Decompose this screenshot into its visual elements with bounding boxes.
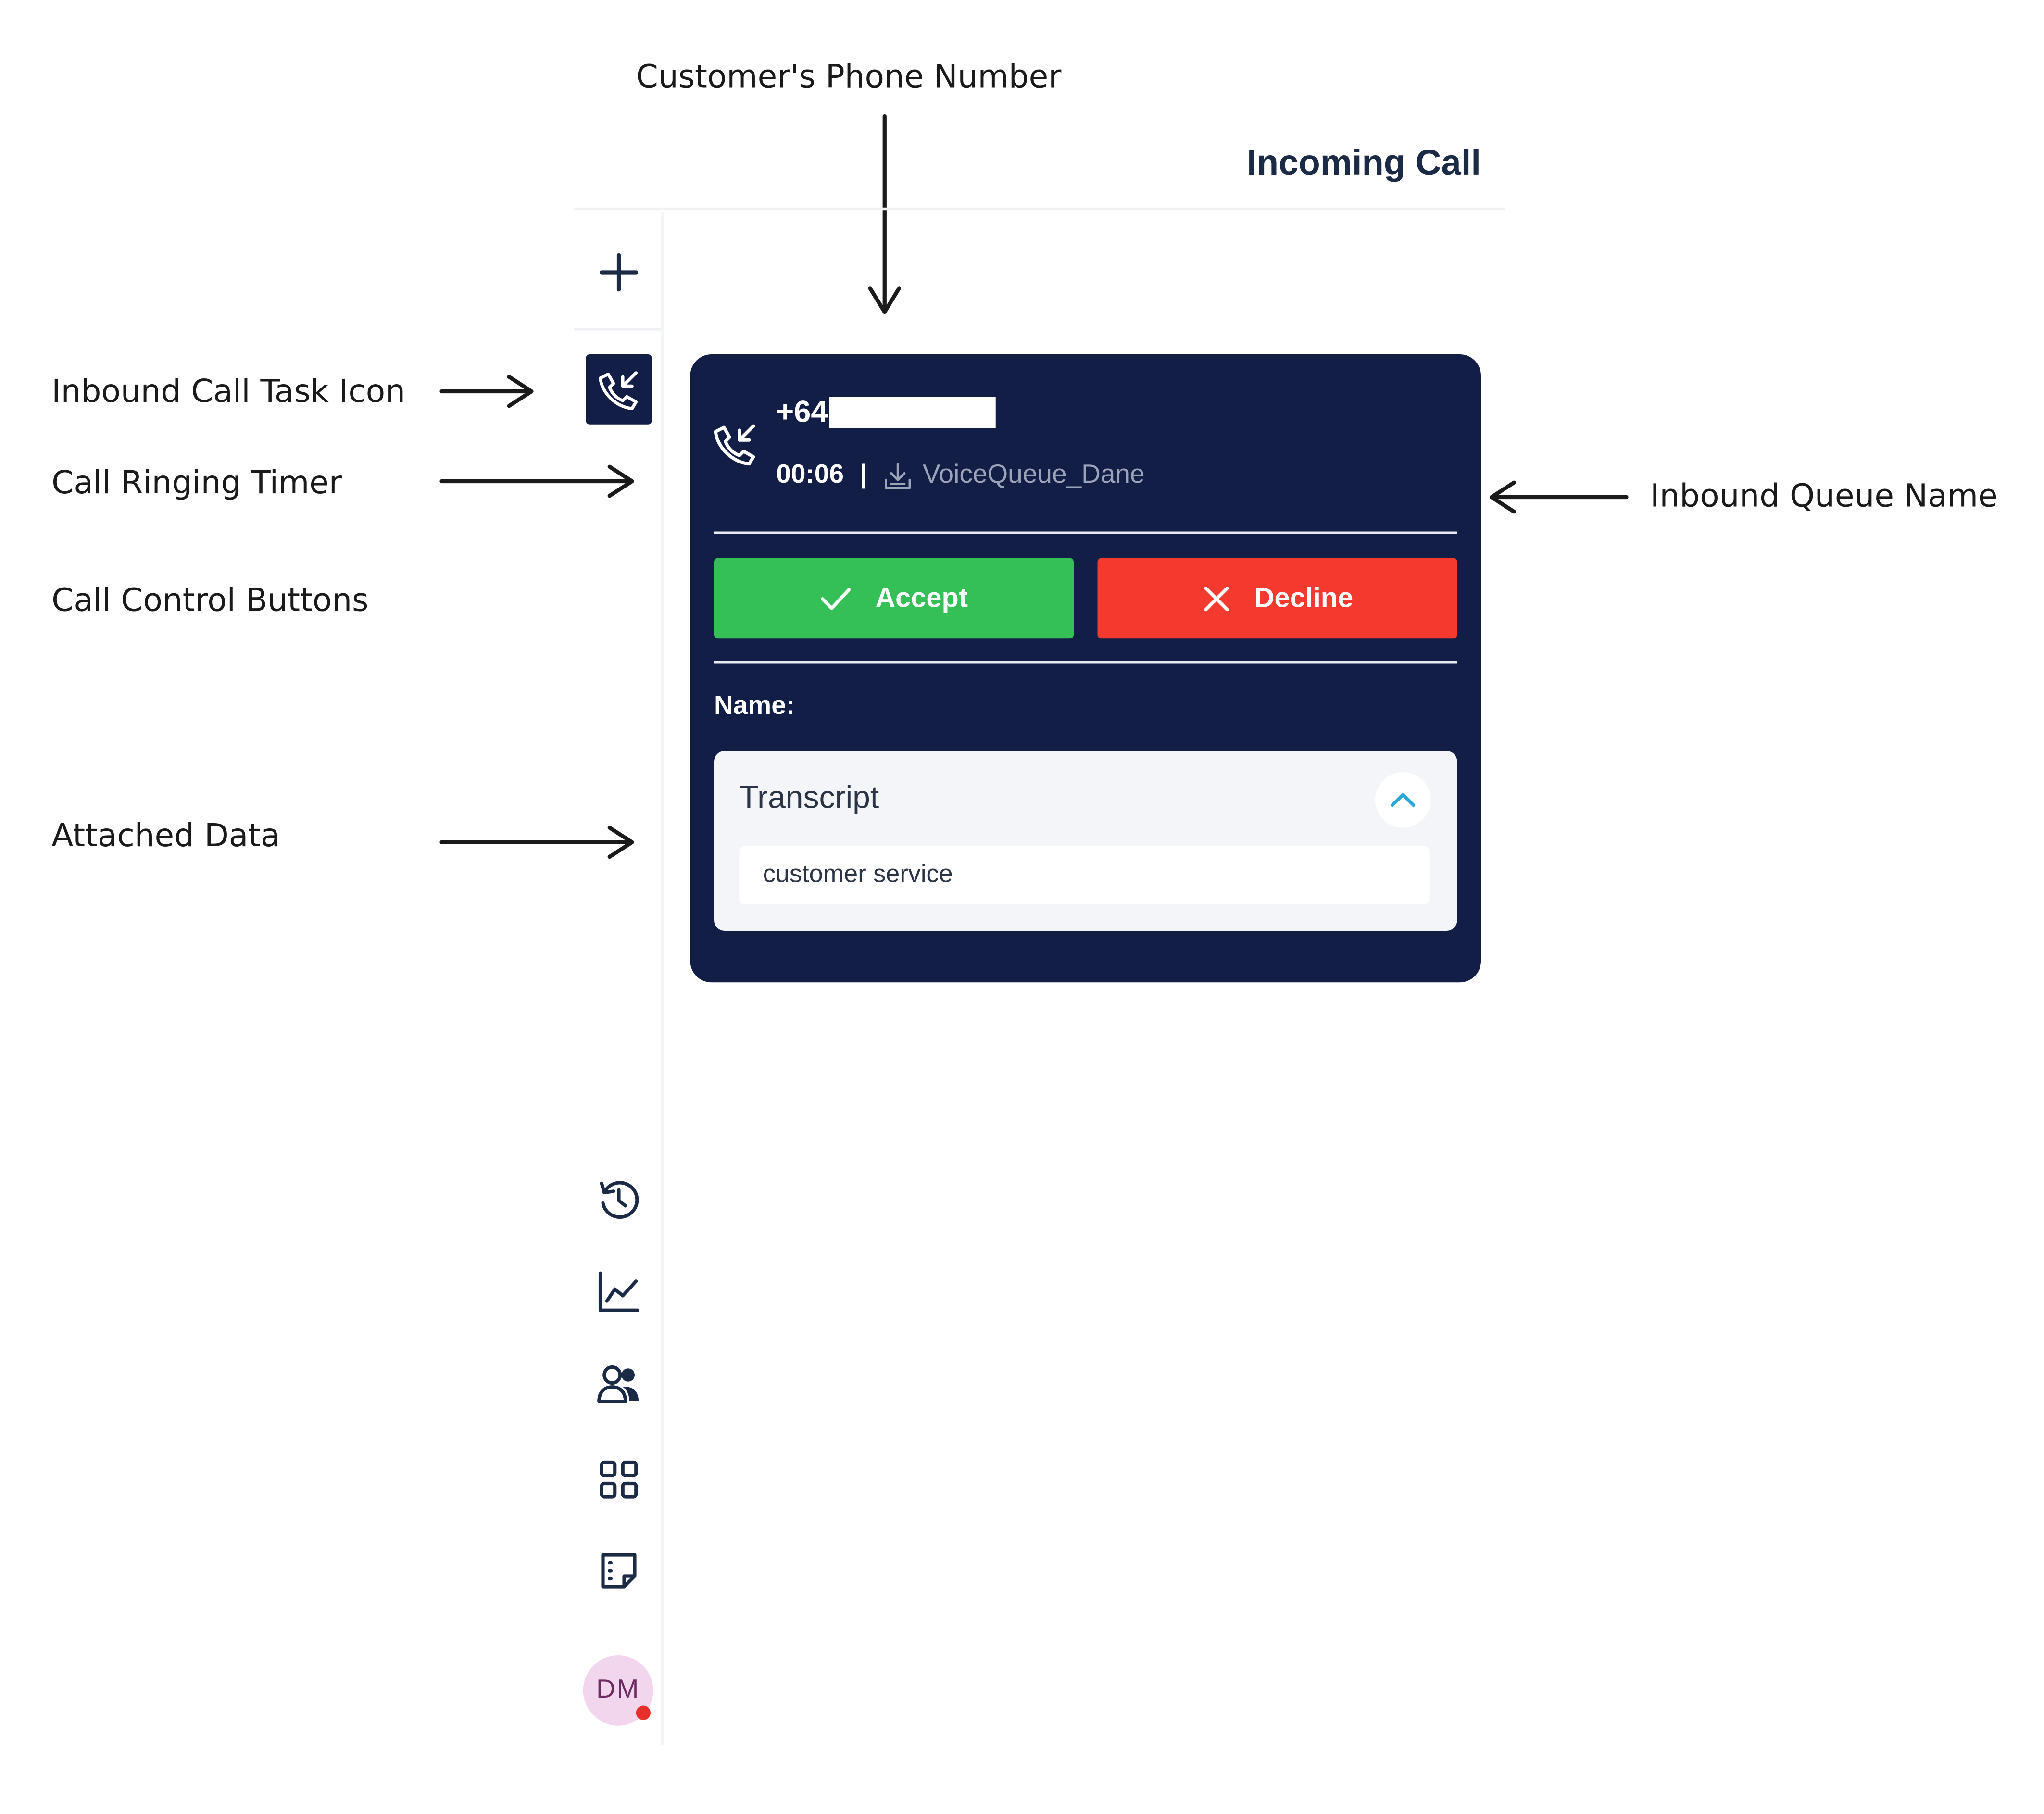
call-info-row: 00:06 | VoiceQueue_Dane xyxy=(776,460,1144,490)
annotation-attached-data: Attached Data xyxy=(51,817,280,854)
new-task-button[interactable] xyxy=(592,246,645,299)
name-label: Name: xyxy=(714,691,795,721)
sidebar-item-inbound-call[interactable] xyxy=(586,354,652,425)
annotation-control-buttons: Call Control Buttons xyxy=(51,582,369,619)
plus-icon xyxy=(600,253,638,292)
sidebar-item-apps[interactable] xyxy=(592,1453,645,1506)
avatar[interactable]: DM xyxy=(583,1655,653,1726)
divider xyxy=(714,531,1457,534)
separator: | xyxy=(859,460,867,489)
contacts-icon xyxy=(597,1365,639,1403)
history-icon xyxy=(600,1181,639,1219)
decline-label: Decline xyxy=(1254,582,1354,613)
page-title: Incoming Call xyxy=(1247,143,1481,183)
sidebar-item-contacts[interactable] xyxy=(592,1358,645,1411)
download-tray-icon xyxy=(884,462,911,488)
chevron-up-icon xyxy=(1391,793,1416,807)
collapse-button[interactable] xyxy=(1375,772,1431,828)
sidebar-separator xyxy=(574,328,661,331)
sidebar-item-notes[interactable] xyxy=(592,1544,645,1597)
incoming-call-card: +64 00:06 | VoiceQueue_Dane xyxy=(690,354,1481,983)
sidebar-border xyxy=(661,212,664,1745)
transcript-value: customer service xyxy=(739,846,1430,904)
ringing-timer: 00:06 xyxy=(776,460,844,489)
arrow-right-timer xyxy=(439,464,634,498)
arrow-down-phone xyxy=(868,114,902,314)
divider xyxy=(714,661,1457,664)
apps-grid-icon xyxy=(600,1460,638,1499)
annotation-queue-name: Inbound Queue Name xyxy=(1650,477,1998,514)
queue-name: VoiceQueue_Dane xyxy=(922,460,1145,489)
annotation-phone-number: Customer's Phone Number xyxy=(636,58,1062,95)
attached-data-title: Transcript xyxy=(739,780,879,816)
chart-icon xyxy=(598,1271,640,1312)
arrow-right-task-icon xyxy=(439,375,534,408)
close-icon xyxy=(1204,586,1229,611)
inbound-call-icon xyxy=(714,424,755,466)
annotation-ringing-timer: Call Ringing Timer xyxy=(51,464,342,501)
presence-status-dot xyxy=(636,1705,651,1720)
queue-info: VoiceQueue_Dane xyxy=(883,460,1145,490)
decline-button[interactable]: Decline xyxy=(1097,558,1457,639)
check-icon xyxy=(820,587,851,610)
annotation-task-icon: Inbound Call Task Icon xyxy=(51,373,405,410)
notes-icon xyxy=(601,1553,637,1589)
accept-label: Accept xyxy=(875,582,968,613)
sidebar-item-analytics[interactable] xyxy=(592,1265,645,1318)
accept-button[interactable]: Accept xyxy=(714,558,1074,639)
arrow-left-queue xyxy=(1489,480,1629,514)
inbound-call-icon xyxy=(599,370,638,410)
attached-data-panel: Transcript customer service xyxy=(714,751,1457,931)
sidebar-item-history[interactable] xyxy=(592,1173,645,1226)
redaction-box xyxy=(829,397,996,428)
caller-phone-number: +64 xyxy=(776,394,828,429)
arrow-right-attached-data xyxy=(439,826,634,859)
header-divider xyxy=(574,207,1505,211)
